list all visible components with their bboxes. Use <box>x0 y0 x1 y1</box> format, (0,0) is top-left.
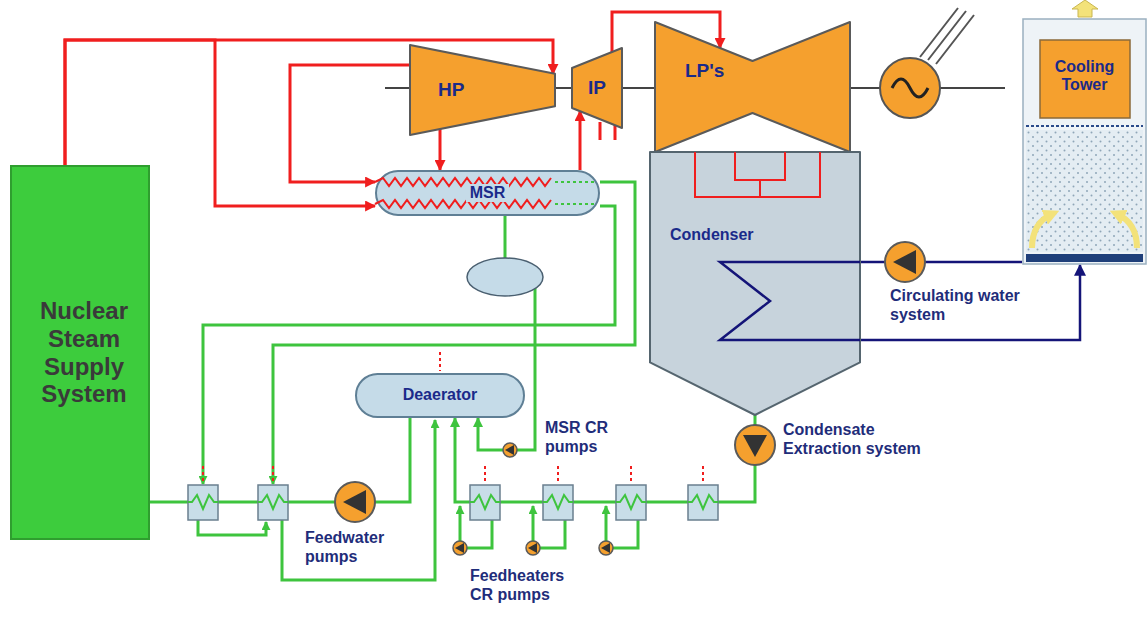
steam-supply-box: Nuclear Steam Supply System <box>10 165 150 540</box>
feedheater <box>470 485 500 520</box>
feedheater <box>258 485 288 520</box>
node-label: HP <box>438 79 464 101</box>
shape-fill <box>572 48 622 128</box>
pump-arrow <box>893 250 916 274</box>
feedheater <box>616 485 646 520</box>
pump <box>503 443 517 457</box>
feedheater <box>188 485 218 520</box>
pump <box>335 482 375 522</box>
shape-fill <box>650 152 860 415</box>
steam-pipe <box>290 65 410 182</box>
equipment-label: Feedwater pumps <box>305 528 415 566</box>
node-label: Cooling Tower <box>1042 58 1128 95</box>
steam-pipe <box>439 129 442 170</box>
internal-piping <box>375 178 551 186</box>
generator <box>880 58 940 118</box>
cooling-tower: Cooling Tower <box>1022 18 1147 265</box>
turbine: HP <box>410 45 555 135</box>
equipment-label: Circulating water system <box>890 286 1060 324</box>
internal-piping <box>375 200 551 208</box>
feedheater <box>543 485 573 520</box>
feedheater <box>688 485 718 520</box>
node-label: Condenser <box>670 226 754 244</box>
condenser-outline <box>650 152 860 415</box>
tower-fill-zone <box>1026 130 1143 252</box>
water-level <box>1026 125 1143 127</box>
drain-pipe <box>282 420 435 580</box>
node-label: Nuclear Steam Supply System <box>26 297 142 407</box>
drain-pipe <box>198 520 266 535</box>
box-fill <box>11 166 149 539</box>
turbine: IP <box>572 48 622 128</box>
node-label: LP's <box>685 60 724 82</box>
pump-arrow <box>743 435 767 457</box>
vessel-fill <box>376 171 599 215</box>
node-label: IP <box>588 77 606 99</box>
separator-reheater: MSR <box>375 170 600 216</box>
pump-arrow <box>343 490 366 514</box>
node-label: Deaerator <box>403 386 478 404</box>
shape-fill <box>655 22 850 152</box>
tower-frame <box>1023 19 1146 264</box>
turbine: LP's <box>655 22 850 152</box>
pump <box>735 425 775 465</box>
pump <box>453 541 467 555</box>
turbine-outline <box>655 22 850 152</box>
tower-basin <box>1026 254 1143 262</box>
shape-fill <box>410 45 555 135</box>
pump <box>599 541 613 555</box>
steam-pipe <box>579 111 582 170</box>
internal-piping <box>555 182 595 204</box>
exhaust-arrow <box>1072 0 1098 17</box>
condenser: Condenser <box>650 152 860 415</box>
internal-piping <box>695 152 820 197</box>
equipment-label: MSR CR pumps <box>545 418 635 456</box>
equipment-label: Condensate Extraction system <box>783 420 953 458</box>
pump-arrow <box>528 543 537 553</box>
pump-arrow <box>505 445 514 455</box>
drain-tank <box>467 258 543 296</box>
air-inlet-arrow <box>1117 214 1137 248</box>
node-label: MSR <box>466 184 510 202</box>
pump-arrow <box>601 543 610 553</box>
pump-arrow <box>455 543 464 553</box>
extraction-steam-line <box>203 352 703 484</box>
generator-symbol <box>892 79 928 97</box>
deaerator: Deaerator <box>355 373 525 418</box>
tower-top <box>1040 40 1130 118</box>
turbine-outline <box>410 45 555 135</box>
cooling-tower-outline <box>1022 18 1147 265</box>
internal-piping <box>720 262 860 340</box>
pump <box>526 541 540 555</box>
transmission-line <box>920 8 974 64</box>
pump <box>885 242 925 282</box>
equipment-label: Feedheaters CR pumps <box>470 566 590 604</box>
air-inlet-arrow <box>1032 214 1052 248</box>
vessel-fill <box>356 374 524 417</box>
